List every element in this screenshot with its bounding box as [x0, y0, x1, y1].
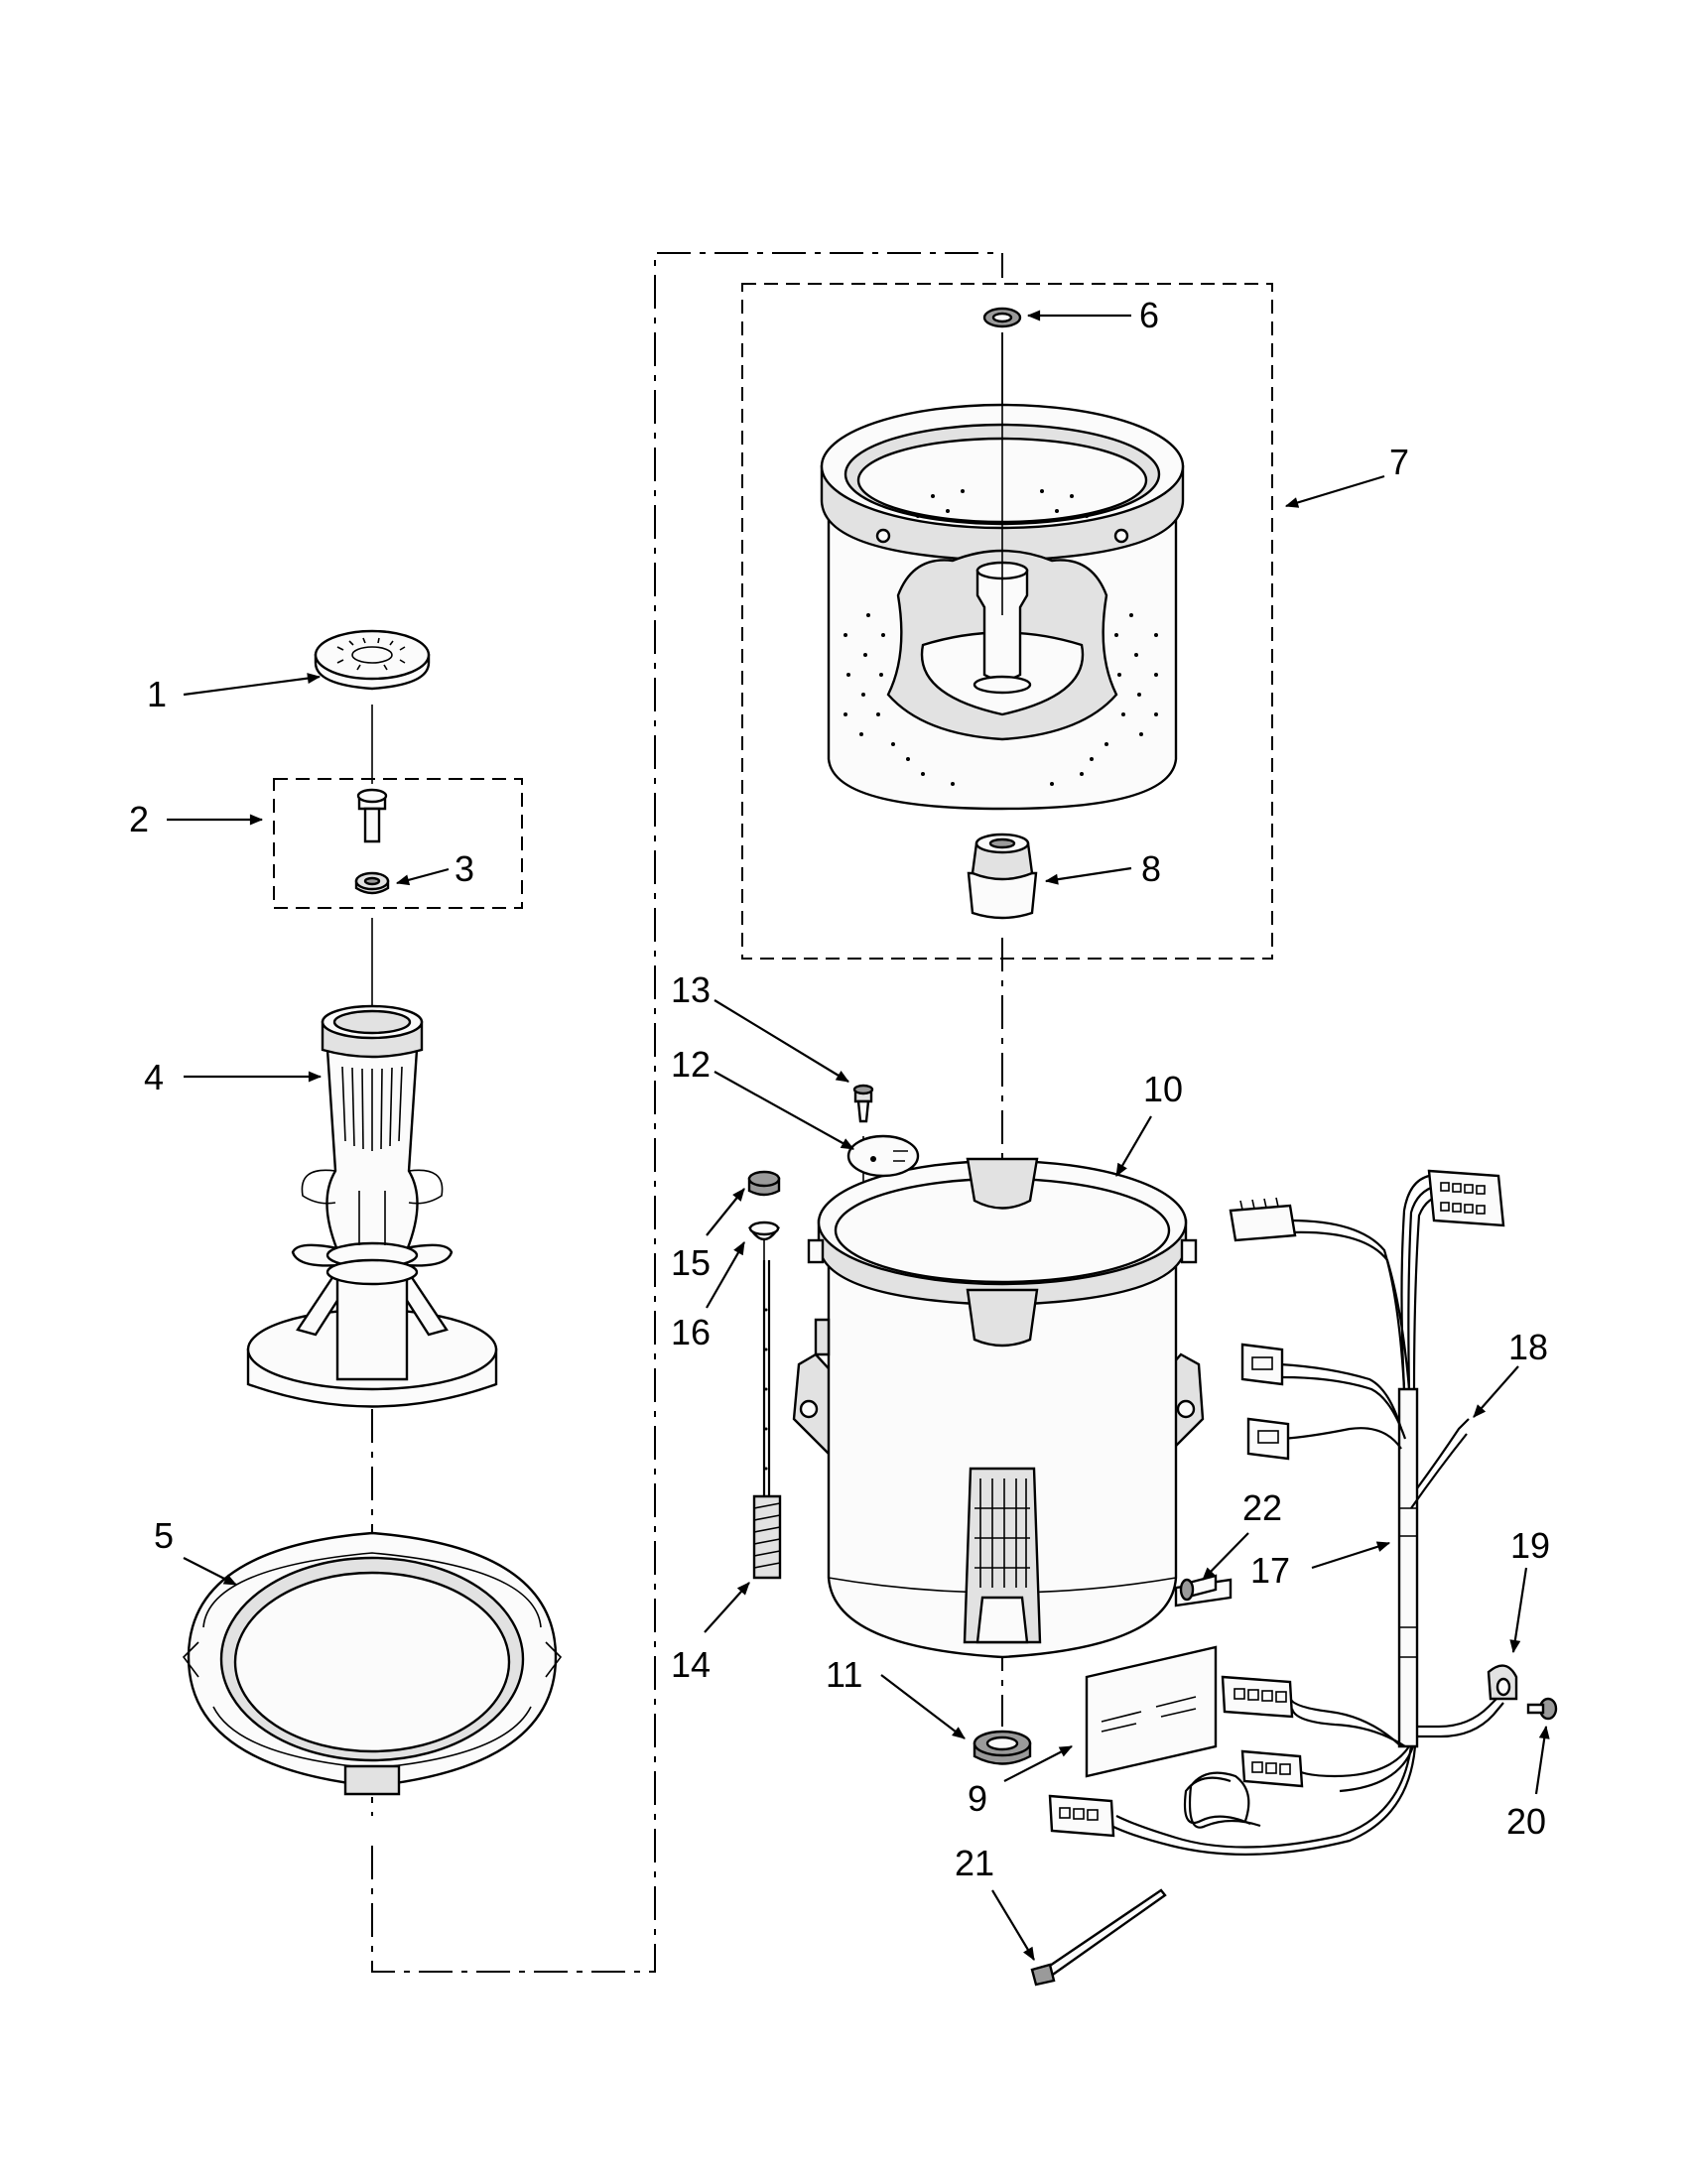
connector-mid-upper	[1240, 1343, 1284, 1386]
basket-nut	[982, 307, 1022, 328]
assembly-loop-line	[371, 252, 1003, 1973]
leader-19	[1509, 1567, 1528, 1654]
wash-basket	[820, 332, 1185, 811]
tub-ring	[182, 1531, 563, 1796]
suspension-top-nut	[747, 1170, 781, 1197]
callout-15: 15	[671, 1242, 711, 1283]
leader-1	[183, 673, 322, 697]
callout-16: 16	[671, 1312, 711, 1352]
wire-harness	[1110, 1174, 1504, 1856]
leader-5	[183, 1557, 237, 1586]
leader-14	[704, 1582, 750, 1633]
cable-tie	[1030, 1888, 1167, 1987]
leader-22	[1202, 1532, 1249, 1581]
outer-tub	[792, 1157, 1205, 1659]
callout-6: 6	[1139, 295, 1159, 335]
leader-21	[991, 1889, 1035, 1961]
callout-10: 10	[1143, 1069, 1183, 1109]
cover-plate	[846, 1134, 920, 1178]
callout-1: 1	[147, 674, 167, 714]
callout-8: 8	[1141, 848, 1161, 889]
callout-18: 18	[1508, 1327, 1548, 1367]
harness-clip	[1487, 1664, 1518, 1701]
group-box-bolt-kit	[273, 778, 523, 909]
leader-arrows	[167, 310, 1550, 1961]
callout-9: 9	[968, 1778, 987, 1819]
callout-5: 5	[154, 1515, 174, 1556]
connector-bottom-1	[1221, 1675, 1294, 1719]
connector-mid-lower	[1246, 1417, 1290, 1461]
callout-4: 4	[144, 1057, 164, 1097]
group-box-basket	[741, 283, 1273, 960]
leader-13	[714, 999, 849, 1083]
leader-3	[395, 867, 450, 886]
leader-11	[880, 1674, 966, 1739]
suspension-spring	[752, 1494, 782, 1580]
connector-top-right	[1427, 1169, 1505, 1227]
callout-22: 22	[1242, 1487, 1282, 1528]
callout-12: 12	[671, 1044, 711, 1085]
callout-19: 19	[1510, 1525, 1550, 1566]
agitator-cap	[314, 629, 431, 691]
callout-7: 7	[1389, 442, 1409, 482]
callout-3: 3	[454, 848, 474, 889]
leader-10	[1115, 1115, 1152, 1177]
connector-bottom-3	[1048, 1794, 1115, 1838]
suspension-cup	[747, 1220, 781, 1241]
connector-top-left	[1229, 1197, 1297, 1242]
callout-11: 11	[826, 1654, 862, 1695]
callout-21: 21	[955, 1843, 994, 1883]
suspension-rod	[762, 1260, 771, 1498]
tub-seal	[973, 1730, 1032, 1765]
leader-16	[706, 1241, 745, 1309]
cover-screw	[852, 1084, 874, 1123]
leader-17	[1311, 1541, 1391, 1570]
leader-7	[1284, 474, 1385, 508]
agitator-washer	[354, 871, 390, 895]
leader-20	[1534, 1725, 1550, 1795]
agitator	[246, 1004, 498, 1408]
connector-bottom-2	[1240, 1749, 1304, 1788]
callout-20: 20	[1506, 1801, 1546, 1842]
leader-18	[1473, 1365, 1519, 1418]
callout-14: 14	[671, 1644, 711, 1685]
leader-8	[1044, 866, 1132, 885]
agitator-bolt	[356, 788, 388, 843]
callout-17: 17	[1250, 1550, 1290, 1591]
callout-13: 13	[671, 969, 711, 1010]
leader-9	[1003, 1745, 1073, 1782]
callout-2: 2	[129, 799, 149, 839]
drive-hub	[967, 833, 1038, 920]
leader-15	[706, 1188, 745, 1236]
clip-screw	[1526, 1697, 1558, 1721]
callout-labels: 1 2 3 4 5 6 7 8 9 10 11 12 13 14 15 16 1…	[129, 295, 1550, 1883]
leader-12	[714, 1071, 854, 1150]
